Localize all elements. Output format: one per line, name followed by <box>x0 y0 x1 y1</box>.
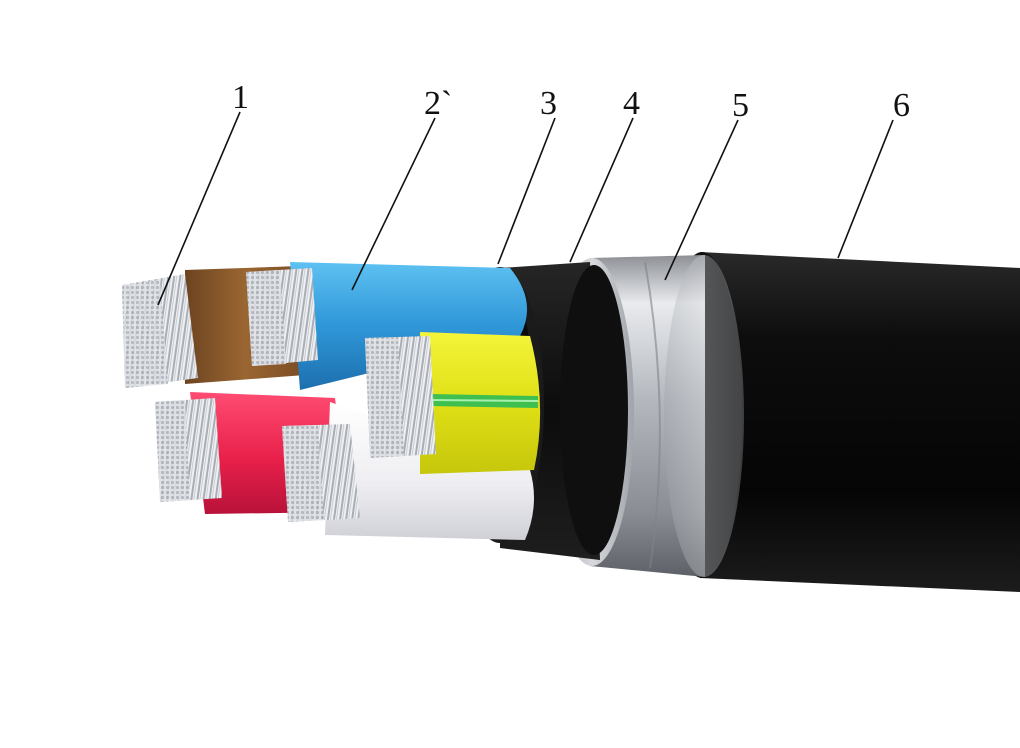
label-5: 5 <box>732 87 749 124</box>
label-3: 3 <box>540 85 557 122</box>
labels: 1 2` 3 4 5 6 <box>232 79 910 124</box>
leader-line-2 <box>351 117 436 291</box>
leader-line-1 <box>157 111 241 306</box>
leader-line-4 <box>569 117 634 263</box>
core-yellow-green <box>365 332 541 474</box>
label-4: 4 <box>623 85 640 122</box>
leader-line-5 <box>664 119 739 281</box>
label-6: 6 <box>893 87 910 124</box>
leader-lines <box>157 111 894 306</box>
label-2: 2` <box>424 85 452 122</box>
leader-line-3 <box>497 117 556 265</box>
label-1: 1 <box>232 79 249 116</box>
leader-line-6 <box>837 119 894 259</box>
core-blue <box>246 262 528 390</box>
